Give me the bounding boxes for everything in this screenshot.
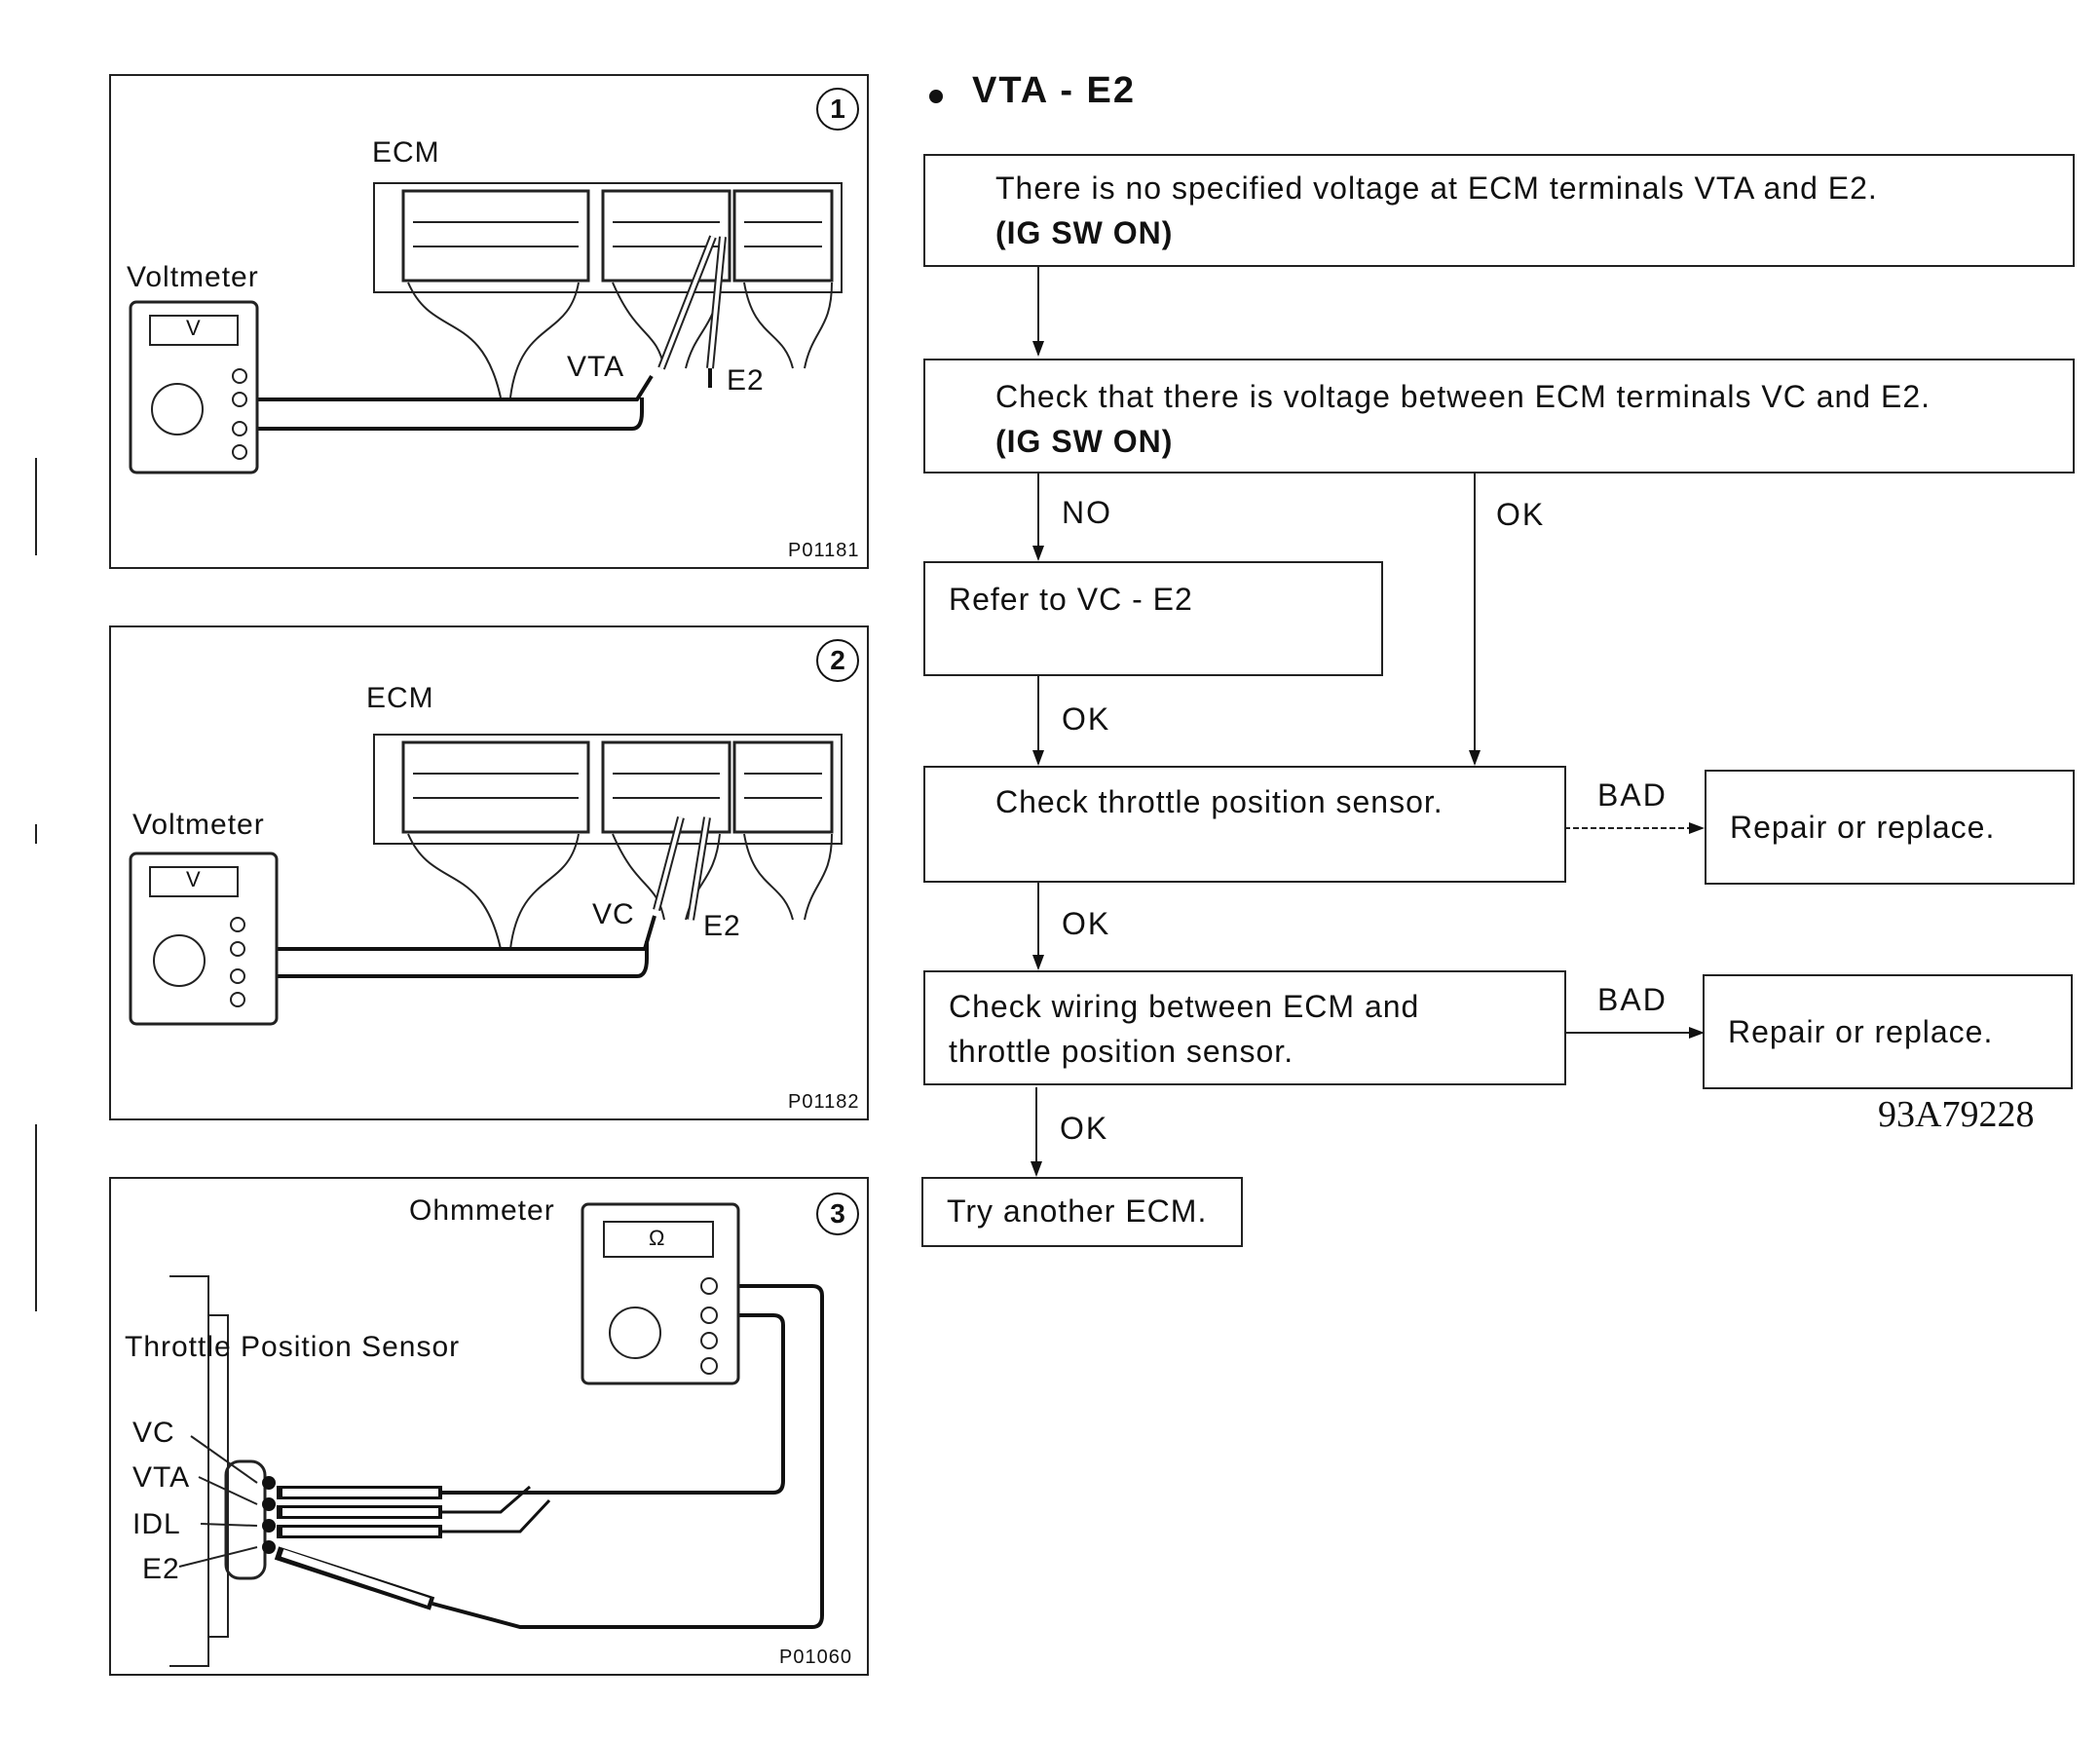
panel-1-figure-id: P01181 [788, 540, 860, 561]
panel-1-number: 1 [816, 88, 859, 131]
flow-step-no-voltage-line1: There is no specified voltage at ECM ter… [995, 170, 1878, 206]
panel-2-voltage-vc: 2 ECM Voltmeter V VC E2 P01182 [109, 625, 869, 1120]
flow-label-bad-2: BAD [1597, 982, 1668, 1017]
flow-label-bad-1: BAD [1597, 777, 1668, 813]
flow-step-check-vc-e2-line1: Check that there is voltage between ECM … [995, 379, 1931, 414]
panel-1-illustration [129, 182, 843, 474]
flow-title: VTA - E2 [972, 70, 1137, 111]
panel-2-illustration [129, 734, 843, 1026]
panel-1-voltage-vta: 1 ECM Voltmeter V VTA E2 P01181 [109, 74, 869, 569]
panel-3-terminal-vta: VTA [132, 1461, 191, 1494]
flow-step-repair-1: Repair or replace. [1705, 770, 2075, 885]
panel-3-meter-label: Ohmmeter [409, 1194, 555, 1227]
flow-step-check-tps: Check throttle position sensor. [923, 766, 1566, 883]
panel-1-meter-label: Voltmeter [127, 261, 259, 293]
flow-step-check-wiring: Check wiring between ECM and throttle po… [923, 970, 1566, 1085]
panel-2-meter-label: Voltmeter [132, 809, 265, 841]
flow-label-ok-2: OK [1062, 906, 1111, 941]
flow-step-check-vc-e2-line2: (IG SW ON) [995, 424, 1174, 459]
flow-step-refer-vc-e2: Refer to VC - E2 [923, 561, 1383, 676]
panel-3-terminal-vc: VC [132, 1417, 175, 1449]
flow-label-no: NO [1062, 495, 1112, 530]
flow-step-repair-1-text: Repair or replace. [1730, 810, 1996, 845]
panel-3-illustration [169, 1202, 824, 1667]
panel-2-number: 2 [816, 639, 859, 682]
panel-3-sensor-label: Throttle Position Sensor [125, 1331, 461, 1363]
panel-2-probe-vc: VC [592, 898, 635, 930]
document-number: 93A79228 [1878, 1094, 2035, 1135]
flow-step-repair-2-text: Repair or replace. [1728, 1014, 1994, 1049]
panel-3-terminal-e2: E2 [142, 1553, 180, 1585]
title-bullet [929, 90, 943, 103]
margin-rule-top [35, 458, 37, 555]
panel-3-figure-id: P01060 [779, 1647, 852, 1668]
flow-label-ok-right: OK [1496, 497, 1546, 532]
panel-1-probe-e2: E2 [727, 364, 765, 397]
flow-step-check-wiring-line2: throttle position sensor. [949, 1034, 1294, 1069]
flow-step-no-voltage: There is no specified voltage at ECM ter… [923, 154, 2075, 267]
panel-1-probe-vta: VTA [567, 351, 625, 383]
flow-step-refer-vc-e2-text: Refer to VC - E2 [949, 582, 1193, 617]
margin-rule-bottom [35, 1124, 37, 1311]
panel-3-ohmmeter: 3 Ohmmeter Ω Throttle Position Sensor VC… [109, 1177, 869, 1676]
flow-step-no-voltage-line2: (IG SW ON) [995, 215, 1174, 250]
flow-step-check-vc-e2: Check that there is voltage between ECM … [923, 359, 2075, 473]
flow-label-ok-3: OK [1060, 1111, 1109, 1146]
flow-step-try-ecm-text: Try another ECM. [947, 1193, 1208, 1229]
panel-2-probe-e2: E2 [703, 910, 741, 942]
panel-1-meter-face: V [186, 316, 202, 340]
panel-2-meter-face: V [186, 867, 202, 891]
panel-3-terminal-idl: IDL [132, 1508, 181, 1540]
flow-label-ok-1: OK [1062, 701, 1111, 737]
panel-3-number: 3 [816, 1193, 859, 1235]
flow-step-check-wiring-line1: Check wiring between ECM and [949, 989, 1420, 1024]
panel-2-ecm-label: ECM [366, 682, 434, 714]
panel-3-meter-face: Ω [649, 1226, 666, 1250]
panel-1-ecm-label: ECM [372, 136, 440, 169]
flow-step-repair-2: Repair or replace. [1703, 974, 2073, 1089]
flow-step-try-ecm: Try another ECM. [921, 1177, 1243, 1247]
margin-rule-mid [35, 824, 37, 844]
panel-2-figure-id: P01182 [788, 1091, 860, 1113]
flow-step-check-tps-text: Check throttle position sensor. [995, 784, 1444, 819]
